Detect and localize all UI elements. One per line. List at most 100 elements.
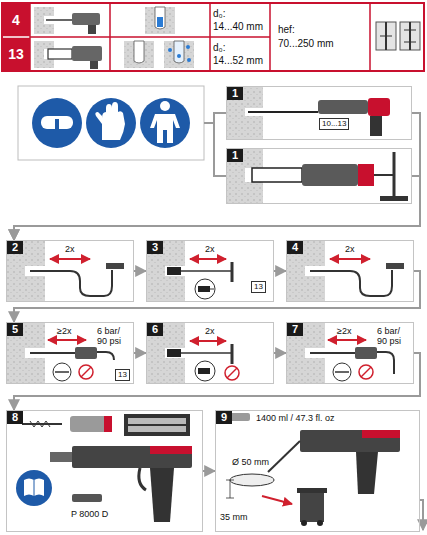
hole-icon — [155, 7, 165, 29]
step-number: 3 — [147, 241, 163, 254]
safety-icons — [86, 98, 136, 148]
drill-icon — [90, 61, 98, 69]
step-number: 4 — [287, 241, 303, 254]
spec-table — [109, 3, 111, 71]
spec-table — [209, 3, 211, 71]
hole-icon — [186, 45, 190, 49]
table-cell: 14...40 mm — [213, 21, 263, 33]
spec-table — [269, 3, 271, 71]
flush-picture — [30, 270, 112, 296]
dispenser-picture — [16, 470, 52, 506]
step-panel: 91400 ml / 47.3 fl. ozØ 50 mm35 mm — [215, 410, 420, 532]
hole-icon — [124, 41, 154, 68]
air-picture — [55, 371, 69, 373]
step-number: 8 — [7, 411, 23, 424]
safety-icons — [32, 98, 82, 148]
discard-picture — [230, 480, 231, 498]
note-text: ≥2x — [337, 326, 351, 337]
discard-picture — [317, 520, 323, 526]
drill-icon — [48, 49, 72, 59]
air-picture — [53, 363, 71, 381]
drilling-picture — [245, 168, 263, 182]
note-text: 2x — [345, 244, 355, 255]
anchor-icon — [409, 22, 411, 50]
air-picture — [48, 339, 86, 341]
step-panel: 22x — [6, 240, 134, 302]
air-picture — [97, 352, 114, 360]
safety-icons — [160, 101, 170, 111]
brush-picture — [190, 258, 226, 260]
dispenser-picture — [150, 468, 174, 522]
drill-icon — [44, 49, 54, 59]
spec-table — [369, 3, 371, 71]
safety-icons — [95, 112, 102, 124]
flow-arrow — [14, 176, 420, 240]
step-number: 1 — [227, 87, 243, 100]
air-picture — [79, 365, 93, 379]
brush-picture — [147, 241, 185, 301]
air-picture — [81, 367, 91, 377]
dispenser-picture — [72, 494, 102, 502]
discard-picture — [420, 500, 423, 530]
step-number: 6 — [147, 323, 163, 336]
table-cell: hef: — [278, 24, 295, 36]
discard-picture — [362, 430, 400, 438]
air-picture — [328, 339, 366, 341]
discard-picture — [230, 474, 274, 486]
discard-picture — [222, 413, 423, 530]
air-picture — [359, 365, 373, 379]
dispenser-picture — [128, 418, 186, 424]
dispenser-picture — [22, 423, 62, 425]
drilling-picture — [302, 164, 358, 186]
manual-ref: 13 — [251, 281, 266, 293]
drill-icon — [72, 13, 100, 25]
discard-picture — [301, 520, 307, 526]
step-panel: 5≥2x6 bar/ 90 psi13 — [6, 322, 134, 384]
hole-icon — [174, 41, 184, 63]
drilling-picture — [227, 87, 408, 203]
dispenser-picture — [34, 480, 35, 496]
air-picture — [333, 363, 351, 381]
table-cell: d₀: — [213, 42, 226, 54]
hole-icon — [164, 41, 194, 68]
dispenser-picture — [24, 479, 44, 497]
drill-icon — [34, 41, 54, 68]
step-number: 7 — [287, 323, 303, 336]
step-number: 5 — [7, 323, 23, 336]
drilling-picture — [380, 196, 408, 201]
discard-picture — [300, 430, 400, 452]
dispenser-picture — [70, 416, 112, 432]
drilling-picture — [318, 100, 368, 114]
air-picture — [30, 352, 75, 354]
pressure-note: 6 bar/ 90 psi — [377, 326, 411, 346]
safety-icons — [140, 98, 190, 148]
brush-picture — [147, 323, 185, 383]
safety-icons — [102, 102, 125, 140]
drilling-picture — [374, 174, 394, 176]
dispenser-picture — [72, 446, 192, 468]
air-picture — [75, 347, 97, 359]
step-number: 9 — [216, 411, 232, 424]
anchor-icon — [376, 22, 396, 50]
brush-picture — [181, 270, 232, 272]
dispenser-picture — [128, 426, 186, 432]
flush-picture — [386, 263, 404, 269]
step-panel: 62x — [146, 322, 274, 384]
brush-picture — [225, 366, 239, 380]
table-cell: d₀: — [213, 8, 226, 20]
table-cell: 70...250 mm — [278, 38, 334, 50]
hole-icon — [177, 54, 181, 58]
anchor-icon — [404, 42, 416, 43]
anchor-icon — [380, 36, 392, 37]
hole-icon — [187, 58, 191, 62]
step-panel: 1 — [226, 148, 412, 204]
discard-picture — [226, 480, 234, 481]
air-picture — [377, 352, 394, 374]
safety-icons — [18, 86, 204, 160]
note-text: 35 mm — [220, 512, 248, 523]
flow-arrow — [274, 270, 286, 272]
safety-icons — [214, 113, 226, 176]
brush-picture — [195, 279, 215, 299]
